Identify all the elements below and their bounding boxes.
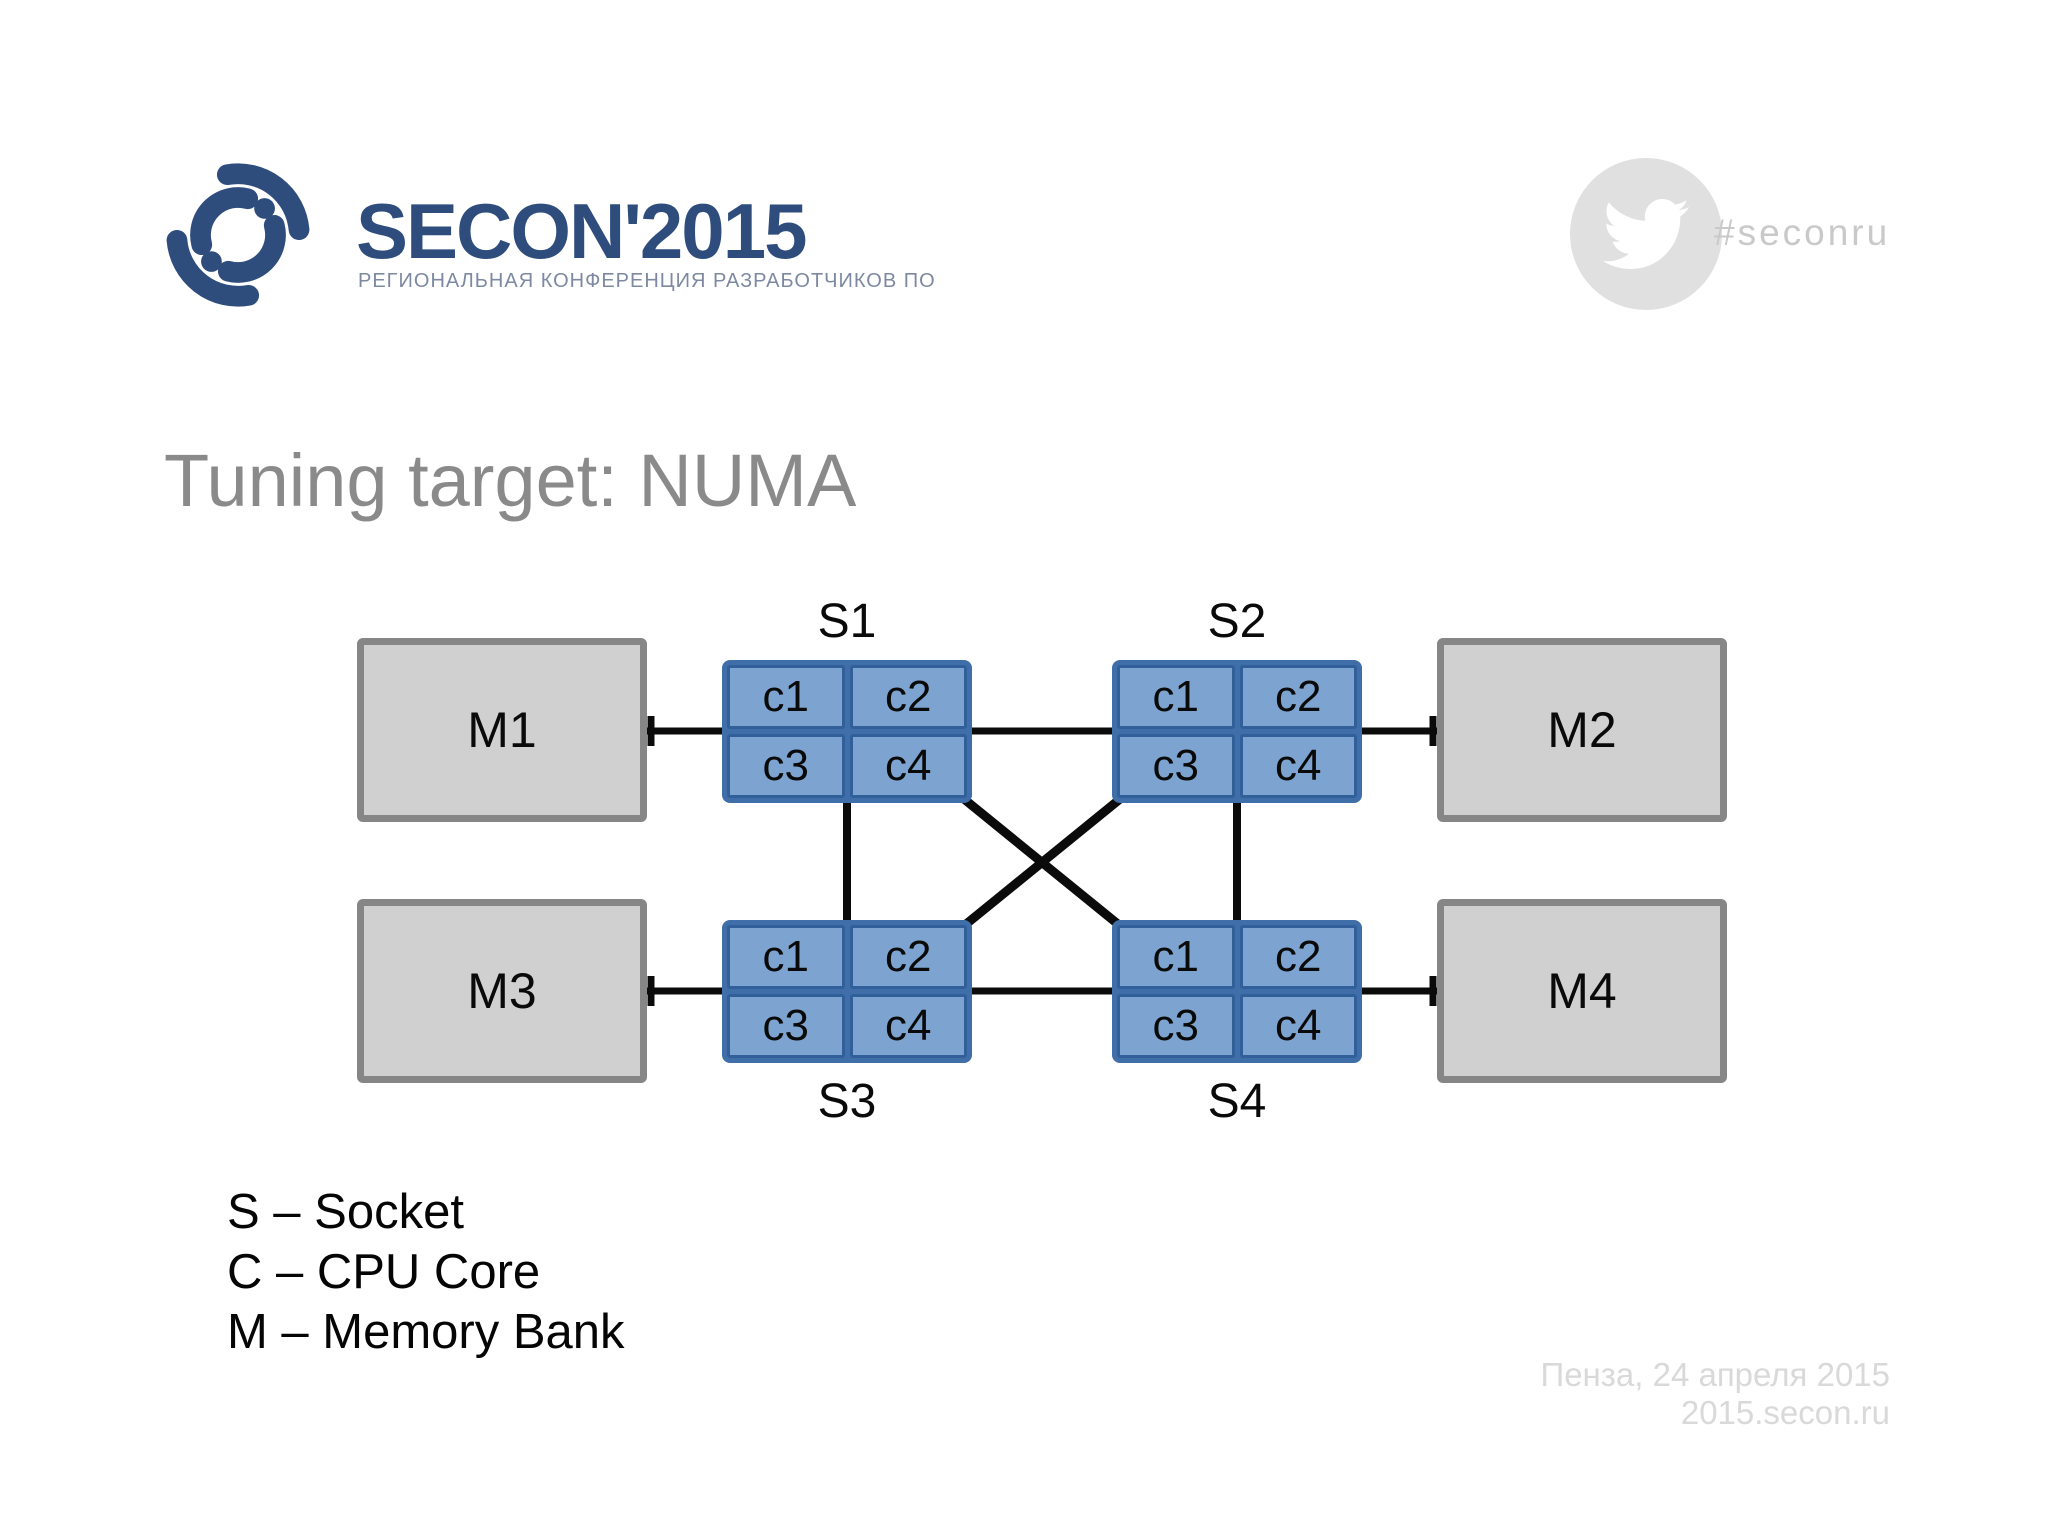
cpu-core: c3 [1117, 994, 1235, 1058]
secon-logo-icon [150, 156, 326, 314]
cpu-core: c4 [849, 734, 967, 798]
cpu-core: c2 [849, 925, 967, 989]
socket-label-s2: S2 [1207, 595, 1267, 648]
cpu-core: c3 [727, 734, 845, 798]
twitter-bird-icon [1603, 199, 1689, 269]
socket-s1: c1 c2 c3 c4 [722, 660, 972, 803]
memory-label: M3 [467, 963, 537, 1019]
memory-label: M4 [1547, 963, 1617, 1019]
wire-s2-s3 [962, 795, 1123, 929]
cpu-core: c2 [849, 665, 967, 729]
legend-item-cpu-core: C – CPU Core [227, 1245, 541, 1299]
cpu-core: c2 [1239, 925, 1357, 989]
cpu-core: c2 [1239, 665, 1357, 729]
cpu-core: c4 [849, 994, 967, 1058]
page-title: Tuning target: NUMA [164, 439, 857, 522]
legend-item-socket: S – Socket [227, 1185, 464, 1239]
footer-site-url: 2015.secon.ru [1680, 1394, 1890, 1431]
cpu-core: c4 [1239, 994, 1357, 1058]
socket-label-s4: S4 [1207, 1075, 1267, 1128]
cpu-core: c3 [727, 994, 845, 1058]
footer-location-date: Пенза, 24 апреля 2015 [1540, 1356, 1890, 1393]
memory-bank-m2: M2 [1437, 638, 1727, 822]
cpu-core: c3 [1117, 734, 1235, 798]
memory-label: M2 [1547, 702, 1617, 758]
legend: S – Socket C – CPU Core M – Memory Bank [227, 1182, 625, 1362]
footer: Пенза, 24 апреля 2015 2015.secon.ru [1540, 1356, 1890, 1432]
conference-subtitle: РЕГИОНАЛЬНАЯ КОНФЕРЕНЦИЯ РАЗРАБОТЧИКОВ П… [358, 270, 936, 292]
socket-s3: c1 c2 c3 c4 [722, 920, 972, 1063]
socket-label-s1: S1 [817, 595, 877, 648]
memory-bank-m1: M1 [357, 638, 647, 822]
hashtag-label: #seconru [1714, 212, 1891, 253]
twitter-icon [1570, 158, 1722, 310]
cpu-core: c1 [727, 925, 845, 989]
cpu-core: c1 [1117, 925, 1235, 989]
socket-s4: c1 c2 c3 c4 [1112, 920, 1362, 1063]
memory-bank-m4: M4 [1437, 899, 1727, 1083]
socket-label-s3: S3 [817, 1075, 877, 1128]
socket-s2: c1 c2 c3 c4 [1112, 660, 1362, 803]
cpu-core: c1 [727, 665, 845, 729]
cpu-core: c1 [1117, 665, 1235, 729]
cpu-core: c4 [1239, 734, 1357, 798]
memory-label: M1 [467, 702, 537, 758]
conference-brand: SECON'2015 [356, 187, 807, 275]
legend-item-memory-bank: M – Memory Bank [227, 1305, 625, 1359]
memory-bank-m3: M3 [357, 899, 647, 1083]
